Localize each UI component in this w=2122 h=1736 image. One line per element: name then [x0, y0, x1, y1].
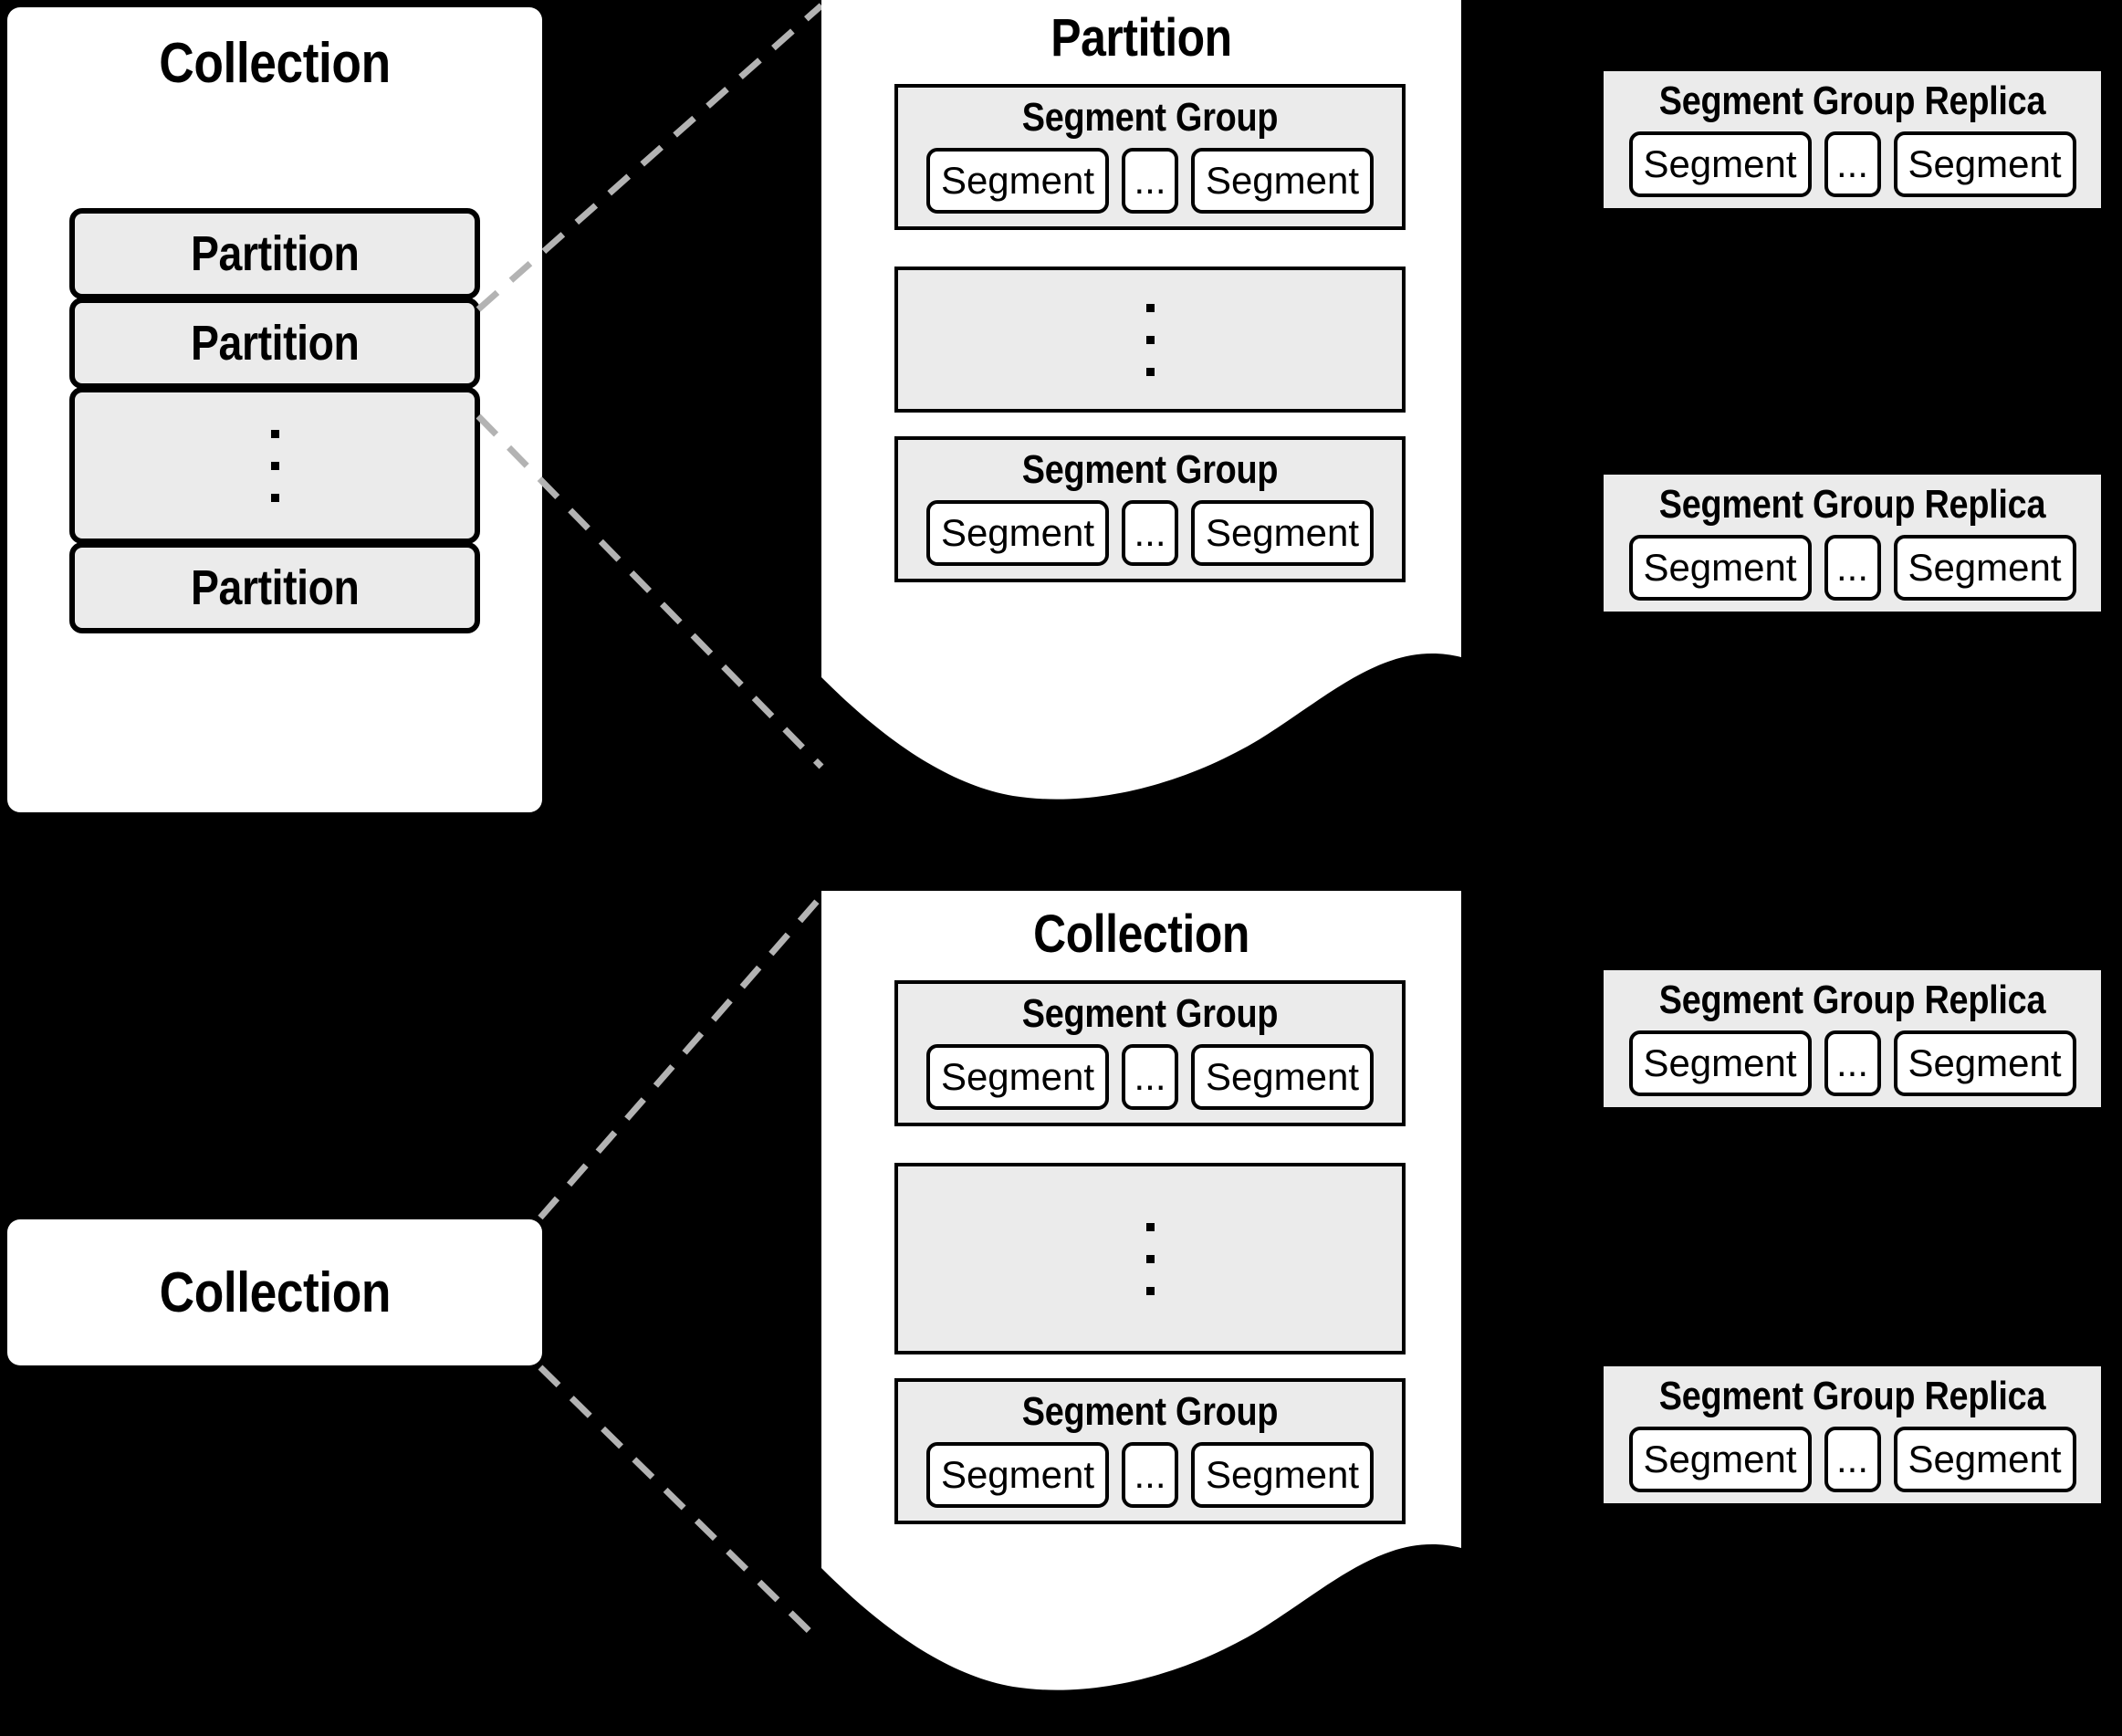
bottom-left-collection-title: Collection — [159, 1260, 391, 1324]
segment-box[interactable]: Segment — [926, 1442, 1109, 1508]
partition-label: Partition — [190, 226, 360, 281]
connector-line-bottom-lower — [538, 1365, 824, 1646]
segment-box[interactable]: Segment — [1893, 535, 2076, 601]
segment-box[interactable]: Segment — [1628, 131, 1812, 197]
segment-box[interactable]: Segment — [1893, 1427, 2076, 1492]
segment-group-replica-title: Segment Group Replica — [1658, 1374, 2046, 1418]
segment-box[interactable]: Segment — [1191, 148, 1374, 214]
bottom-left-collection-card[interactable]: Collection — [7, 1219, 542, 1365]
segment-ellipsis-box: ... — [1824, 535, 1881, 601]
segment-group-title: Segment Group — [1021, 991, 1279, 1036]
segment-row: Segment ... Segment — [898, 1044, 1402, 1110]
segment-ellipsis-box: ... — [1122, 1044, 1178, 1110]
segment-group-replica[interactable]: Segment Group Replica Segment ... Segmen… — [1604, 475, 2101, 612]
segment-row: Segment ... Segment — [1604, 535, 2101, 601]
vertical-dots-icon — [1145, 303, 1155, 376]
segment-group-replica-title: Segment Group Replica — [1658, 978, 2046, 1022]
partition-label: Partition — [190, 560, 360, 615]
segment-ellipsis-box: ... — [1122, 148, 1178, 214]
segment-row: Segment ... Segment — [898, 500, 1402, 566]
bottom-collection-panel-content: Collection Segment Group Segment ... Seg… — [821, 904, 1461, 1524]
segment-box[interactable]: Segment — [926, 148, 1109, 214]
segment-group[interactable]: Segment Group Segment ... Segment — [894, 436, 1406, 582]
segment-box[interactable]: Segment — [1628, 1427, 1812, 1492]
segment-box[interactable]: Segment — [1628, 1030, 1812, 1096]
segment-box[interactable]: Segment — [1893, 1030, 2076, 1096]
segment-row: Segment ... Segment — [1604, 131, 2101, 197]
connector-line-bottom-upper — [538, 894, 824, 1220]
segment-group-replica[interactable]: Segment Group Replica Segment ... Segmen… — [1604, 1366, 2101, 1503]
segment-box[interactable]: Segment — [1628, 535, 1812, 601]
segment-group-replica[interactable]: Segment Group Replica Segment ... Segmen… — [1604, 970, 2101, 1107]
segment-group[interactable]: Segment Group Segment ... Segment — [894, 980, 1406, 1126]
segment-group[interactable]: Segment Group Segment ... Segment — [894, 1378, 1406, 1524]
top-partition-panel-content: Partition Segment Group Segment ... Segm… — [821, 7, 1461, 582]
segment-box[interactable]: Segment — [1191, 500, 1374, 566]
segment-row: Segment ... Segment — [898, 1442, 1402, 1508]
segment-group-replica-title: Segment Group Replica — [1658, 482, 2046, 527]
segment-group-replica-title: Segment Group Replica — [1658, 78, 2046, 123]
segment-row: Segment ... Segment — [898, 148, 1402, 214]
segment-ellipsis-box: ... — [1824, 131, 1881, 197]
segment-box[interactable]: Segment — [1191, 1442, 1374, 1508]
segment-group-title: Segment Group — [1021, 447, 1279, 492]
partition-row[interactable]: Partition — [69, 542, 480, 633]
segment-group-title: Segment Group — [1021, 95, 1279, 140]
partition-stack: Partition Partition Partition — [69, 208, 480, 633]
top-left-collection-title: Collection — [159, 32, 391, 95]
top-left-collection-card: Collection Partition Partition Partition — [7, 7, 542, 812]
partition-row[interactable]: Partition — [69, 208, 480, 299]
vertical-dots-icon — [1145, 1222, 1155, 1295]
segment-ellipsis-box: ... — [1122, 1442, 1178, 1508]
vertical-dots-icon — [270, 429, 279, 502]
segment-group-ellipsis-box — [894, 267, 1406, 413]
segment-box[interactable]: Segment — [1191, 1044, 1374, 1110]
top-partition-title: Partition — [1051, 8, 1232, 68]
segment-box[interactable]: Segment — [926, 1044, 1109, 1110]
segment-box[interactable]: Segment — [1893, 131, 2076, 197]
segment-group-ellipsis-box — [894, 1163, 1406, 1354]
segment-group-title: Segment Group — [1021, 1389, 1279, 1434]
bottom-collection-title: Collection — [1033, 905, 1249, 964]
segment-group[interactable]: Segment Group Segment ... Segment — [894, 84, 1406, 230]
bottom-collection-panel: Collection Segment Group Segment ... Seg… — [821, 891, 1461, 1736]
top-partition-panel: Partition Segment Group Segment ... Segm… — [821, 0, 1461, 821]
partition-row-ellipsis — [69, 387, 480, 544]
segment-row: Segment ... Segment — [1604, 1427, 2101, 1492]
segment-ellipsis-box: ... — [1824, 1427, 1881, 1492]
segment-ellipsis-box: ... — [1122, 500, 1178, 566]
partition-label: Partition — [190, 316, 360, 371]
segment-group-replica[interactable]: Segment Group Replica Segment ... Segmen… — [1604, 71, 2101, 208]
segment-ellipsis-box: ... — [1824, 1030, 1881, 1096]
segment-box[interactable]: Segment — [926, 500, 1109, 566]
segment-row: Segment ... Segment — [1604, 1030, 2101, 1096]
partition-row[interactable]: Partition — [69, 298, 480, 389]
